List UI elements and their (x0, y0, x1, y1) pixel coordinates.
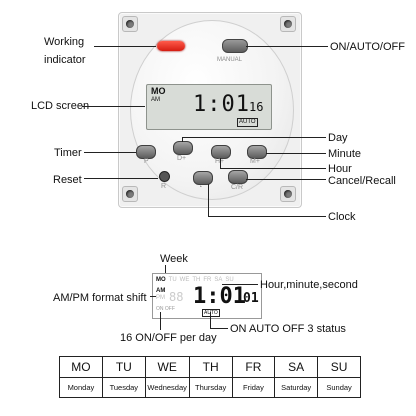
lcd-detail-onoff: ON OFF (156, 306, 175, 312)
lcd-seconds: 16 (249, 100, 264, 114)
callout-timer: Timer (54, 147, 82, 159)
callout-clock: Clock (328, 211, 356, 223)
label-ampm-shift: AM/PM format shift (53, 292, 147, 304)
lcd-detail-day-fr: FR (203, 277, 212, 283)
day-full-cell: Thursday (188, 377, 233, 398)
days-full-row: Monday Tuesday Wednesday Thursday Friday… (59, 377, 361, 398)
lcd-detail-day-mo: MO (156, 277, 166, 283)
day-abbr-cell: TU (101, 356, 146, 378)
lcd-detail-time: 1:01 (193, 284, 246, 309)
timer-button[interactable] (136, 145, 156, 159)
lcd-detail-day-su: SU (225, 277, 234, 283)
leader-clock-drop (208, 184, 209, 216)
days-abbr-row: MO TU WE TH FR SA SU (59, 356, 361, 378)
lcd-detail-day-tu: TU (168, 277, 177, 283)
day-abbr-cell: FR (231, 356, 276, 378)
leader-working-indicator (94, 46, 156, 47)
leader-week (165, 265, 166, 275)
callout-day: Day (328, 132, 348, 144)
lcd-ampm: AM (151, 97, 160, 103)
day-full-cell: Tuesday (101, 377, 146, 398)
mount-screw-top-left (122, 16, 138, 32)
mount-screw-bottom-right (280, 186, 296, 202)
working-indicator-led (157, 41, 185, 51)
callout-minute: Minute (328, 148, 362, 160)
lcd-detail-day-th: TH (192, 277, 201, 283)
day-full-cell: Sunday (317, 377, 361, 398)
lcd-detail-ghost-digits: 88 (169, 290, 184, 304)
cancel-recall-button-label: C/R (231, 184, 244, 191)
minute-button-label: M+ (250, 158, 260, 165)
leader-reset (84, 178, 158, 179)
days-table: MO TU WE TH FR SA SU Monday Tuesday Wedn… (59, 356, 361, 398)
lcd-detail-seconds: 01 (243, 291, 259, 306)
lcd-detail-am: AM (156, 288, 166, 294)
clock-button[interactable] (193, 171, 213, 185)
timer-button-label: P (144, 158, 149, 165)
day-abbr-cell: SA (274, 356, 319, 378)
lcd-time: 1:01 (193, 92, 250, 117)
on-auto-off-switch[interactable] (222, 39, 248, 53)
callout-hour: Hour (328, 163, 352, 175)
day-abbr-cell: MO (59, 356, 103, 378)
day-full-cell: Saturday (274, 377, 319, 398)
lcd-screen: MO AM 1:01 16 AUTO (146, 84, 272, 130)
mount-screw-top-right (280, 16, 296, 32)
reset-button-label: R (161, 183, 167, 190)
day-button-label: D+ (177, 155, 187, 162)
lcd-day: MO (151, 86, 166, 96)
leader-minute (266, 153, 326, 154)
leader-status (210, 328, 228, 329)
hour-button[interactable] (211, 145, 231, 159)
reset-button[interactable] (159, 171, 170, 182)
lcd-detail-day-we: WE (179, 277, 190, 283)
day-abbr-cell: WE (144, 356, 190, 378)
leader-cancel-recall (246, 179, 326, 180)
cancel-recall-button[interactable] (228, 170, 248, 184)
label-status: ON AUTO OFF 3 status (230, 323, 346, 335)
day-abbr-cell: TH (188, 356, 233, 378)
callout-reset: Reset (53, 174, 82, 186)
callout-cancel-recall: Cancel/Recall (328, 175, 396, 187)
lcd-mode: AUTO (237, 118, 258, 127)
day-full-cell: Friday (231, 377, 276, 398)
label-hms: Hour,minute,second (260, 279, 358, 291)
leader-day-drop (182, 137, 183, 142)
label-onoff-per-day: 16 ON/OFF per day (120, 332, 217, 344)
switch-label: MANUAL (217, 57, 243, 63)
lcd-detail-day-sa: SA (214, 277, 223, 283)
callout-on-auto-off: ON/AUTO/OFF (330, 41, 405, 53)
callout-working-indicator: Working indicator (44, 36, 86, 66)
clock-icon: ◔ (198, 184, 203, 191)
leader-clock (208, 216, 326, 217)
leader-day (182, 137, 326, 138)
leader-hour-rise (220, 158, 221, 168)
leader-on-auto-off (246, 46, 328, 47)
leader-hour (220, 168, 326, 169)
leader-status-drop (210, 312, 211, 328)
mount-screw-bottom-left (122, 186, 138, 202)
leader-ampm (150, 296, 156, 297)
leader-lcd-screen (82, 106, 145, 107)
hour-button-label: H+ (215, 158, 224, 165)
minute-button[interactable] (247, 145, 267, 159)
day-abbr-cell: SU (317, 356, 361, 378)
day-button[interactable] (173, 141, 193, 155)
leader-timer (84, 152, 136, 153)
lcd-detail-pm: PM (156, 295, 165, 301)
day-full-cell: Wednesday (144, 377, 190, 398)
leader-hms (222, 284, 258, 285)
day-full-cell: Monday (59, 377, 103, 398)
callout-lcd-screen: LCD screen (31, 100, 90, 112)
leader-onoff (160, 312, 161, 330)
label-week: Week (160, 253, 188, 265)
